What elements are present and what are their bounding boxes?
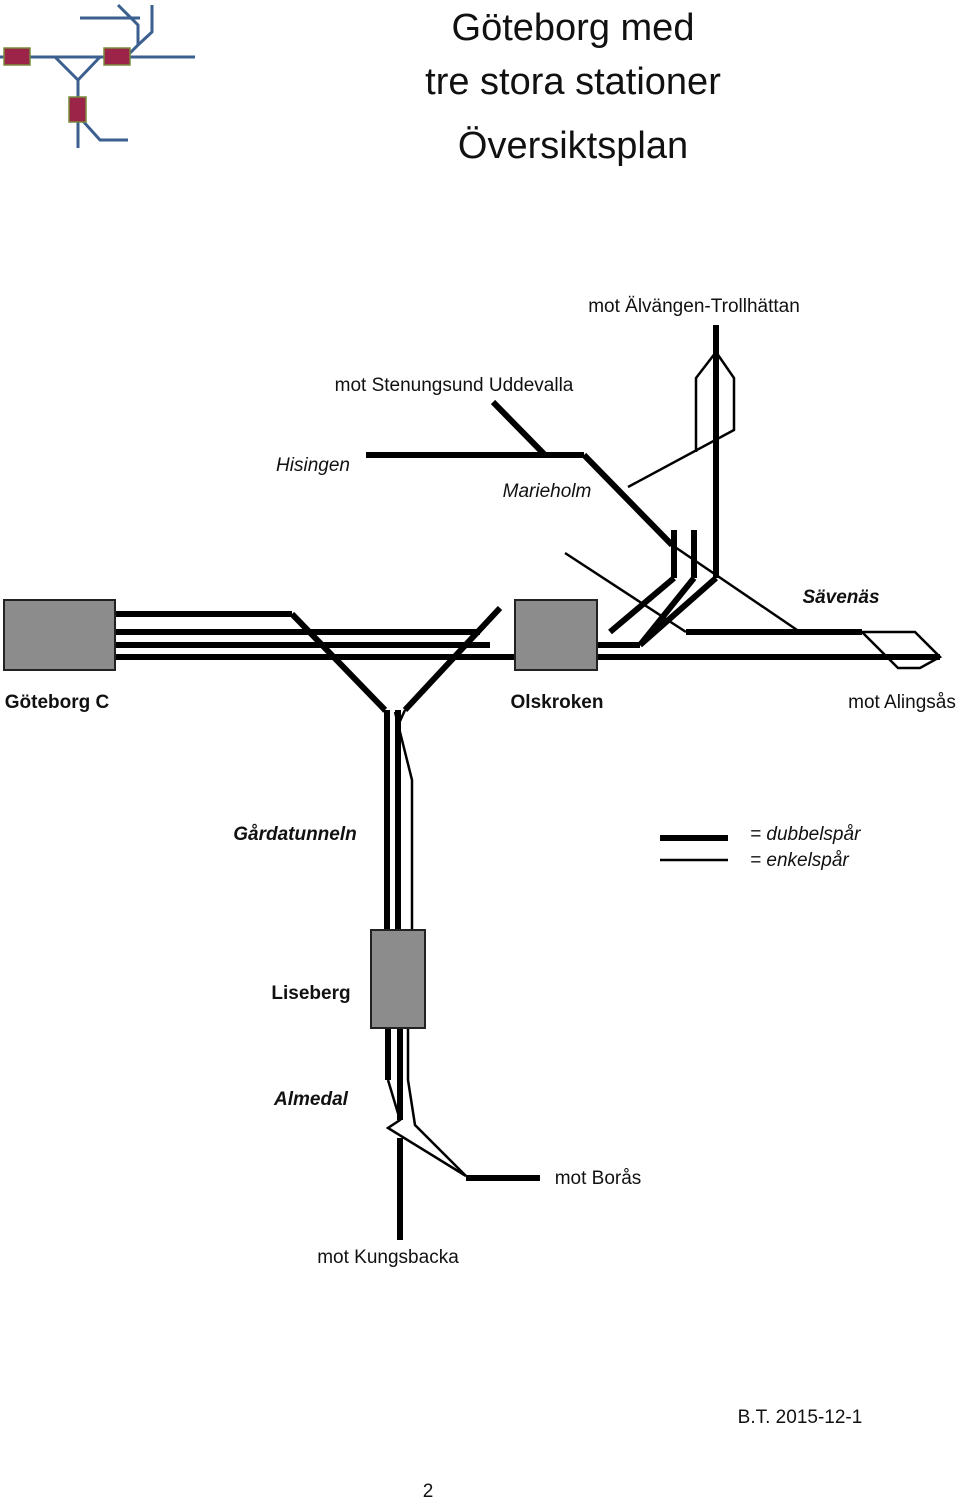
label-olskroken: Olskroken <box>511 692 604 713</box>
track-tunnel-switch-a <box>370 694 386 713</box>
track-alvangen-curve-3 <box>638 575 718 648</box>
track-tunnel-west-curve <box>289 611 388 713</box>
logo-icon <box>0 3 195 148</box>
title-line-3: Översiktsplan <box>458 125 688 167</box>
track-marieholm-bridge <box>581 452 675 548</box>
track-alvangen-curve-1 <box>608 575 676 635</box>
track-stenungsund <box>490 399 548 458</box>
label-savenas: Sävenäs <box>802 587 879 608</box>
track-liseberg-3 <box>406 1028 467 1177</box>
track-tunnel-switch-b <box>394 709 407 731</box>
legend-single-text: = enkelspår <box>750 850 849 871</box>
track-alvangen-west <box>694 351 717 452</box>
label-gardatunneln: Gårdatunneln <box>233 824 357 845</box>
tracks <box>115 325 943 1240</box>
legend-double-text: = dubbelspår <box>750 824 861 845</box>
label-liseberg: Liseberg <box>271 983 350 1004</box>
title-line-1: Göteborg med <box>452 7 695 49</box>
label-almedal: Almedal <box>273 1089 349 1110</box>
station-olskroken <box>514 599 598 671</box>
label-kungsbacka: mot Kungsbacka <box>317 1247 459 1268</box>
track-almedal-switch <box>385 1079 467 1178</box>
track-tunnel-east-curve <box>402 605 503 713</box>
track-savenas-loop <box>861 630 943 670</box>
station-liseberg <box>370 929 426 1029</box>
label-alvangen: mot Älvängen-Trollhättan <box>588 296 800 317</box>
label-alingsas: mot Alingsås <box>848 692 956 713</box>
label-stenungsund: mot Stenungsund Uddevalla <box>335 375 574 396</box>
footer-author-date: B.T. 2015-12-1 <box>738 1407 863 1428</box>
legend: = dubbelspår = enkelspår <box>660 824 861 871</box>
track-alvangen-east <box>627 351 736 489</box>
label-marieholm: Marieholm <box>503 481 592 502</box>
title-line-2: tre stora stationer <box>425 61 721 103</box>
label-hisingen: Hisingen <box>276 455 350 476</box>
label-goteborg-c: Göteborg C <box>5 692 110 713</box>
station-goteborg-c <box>3 599 116 671</box>
track-tunnel-3 <box>393 711 414 930</box>
page-number: 2 <box>423 1481 434 1500</box>
label-boras: mot Borås <box>555 1168 642 1189</box>
